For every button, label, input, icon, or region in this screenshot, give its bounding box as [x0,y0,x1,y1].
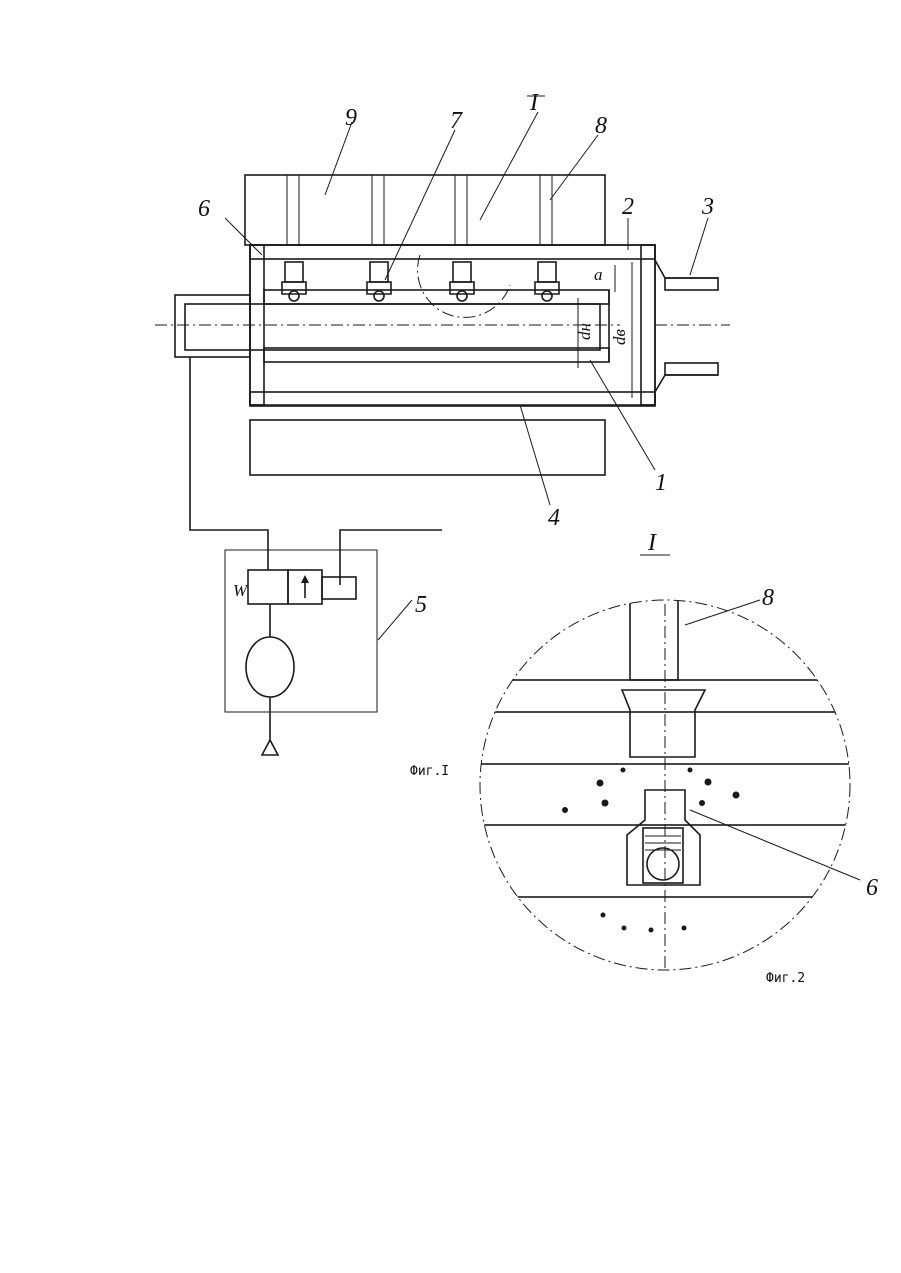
valve-2 [367,262,391,301]
valve-3 [450,262,474,301]
label-dim-a: a [594,265,603,284]
figure-2-title: I [647,530,657,556]
control-circuit [190,357,442,755]
valve-4 [535,262,559,301]
label-part-9: 9 [345,105,357,131]
valve-1 [282,262,306,301]
outlet-pipe [655,260,730,392]
label-part-5: 5 [415,592,427,618]
label-part-8: 8 [595,113,607,139]
label-part-4: 4 [548,505,560,531]
detail-mark-arc [418,255,510,317]
label-dim-dv: dв [610,329,629,346]
label-part-6: 6 [198,196,210,222]
label-part-1: 1 [655,470,667,496]
label-part-3: 3 [701,194,714,220]
figure-2-caption: Фиг.2 [766,971,805,986]
label-part-2: 2 [622,194,634,220]
label-dim-dn: dн [575,323,594,340]
mould-block-bottom [250,420,605,475]
label-detail-part-6: 6 [866,875,878,901]
figure-1-caption: Фиг.I [410,764,449,779]
figure-2: 8 6 I Фиг.2 [470,530,878,986]
upper-nozzle [622,690,705,757]
label-part-7: 7 [450,108,463,134]
figure-1: 9 7 I 8 6 2 3 1 4 5 a dн dв W Фиг.I [155,90,730,779]
label-detail-part-8: 8 [762,585,774,611]
mould-block-top [245,175,605,245]
lower-valve [627,790,700,885]
valve-tube [264,290,609,362]
figure-1-labels: 9 7 I 8 6 2 3 1 4 5 a dн dв W Фиг.I [198,90,714,779]
label-spring-symbol: W [233,581,249,600]
label-detail-i: I [529,90,539,116]
valve-row [282,255,559,317]
